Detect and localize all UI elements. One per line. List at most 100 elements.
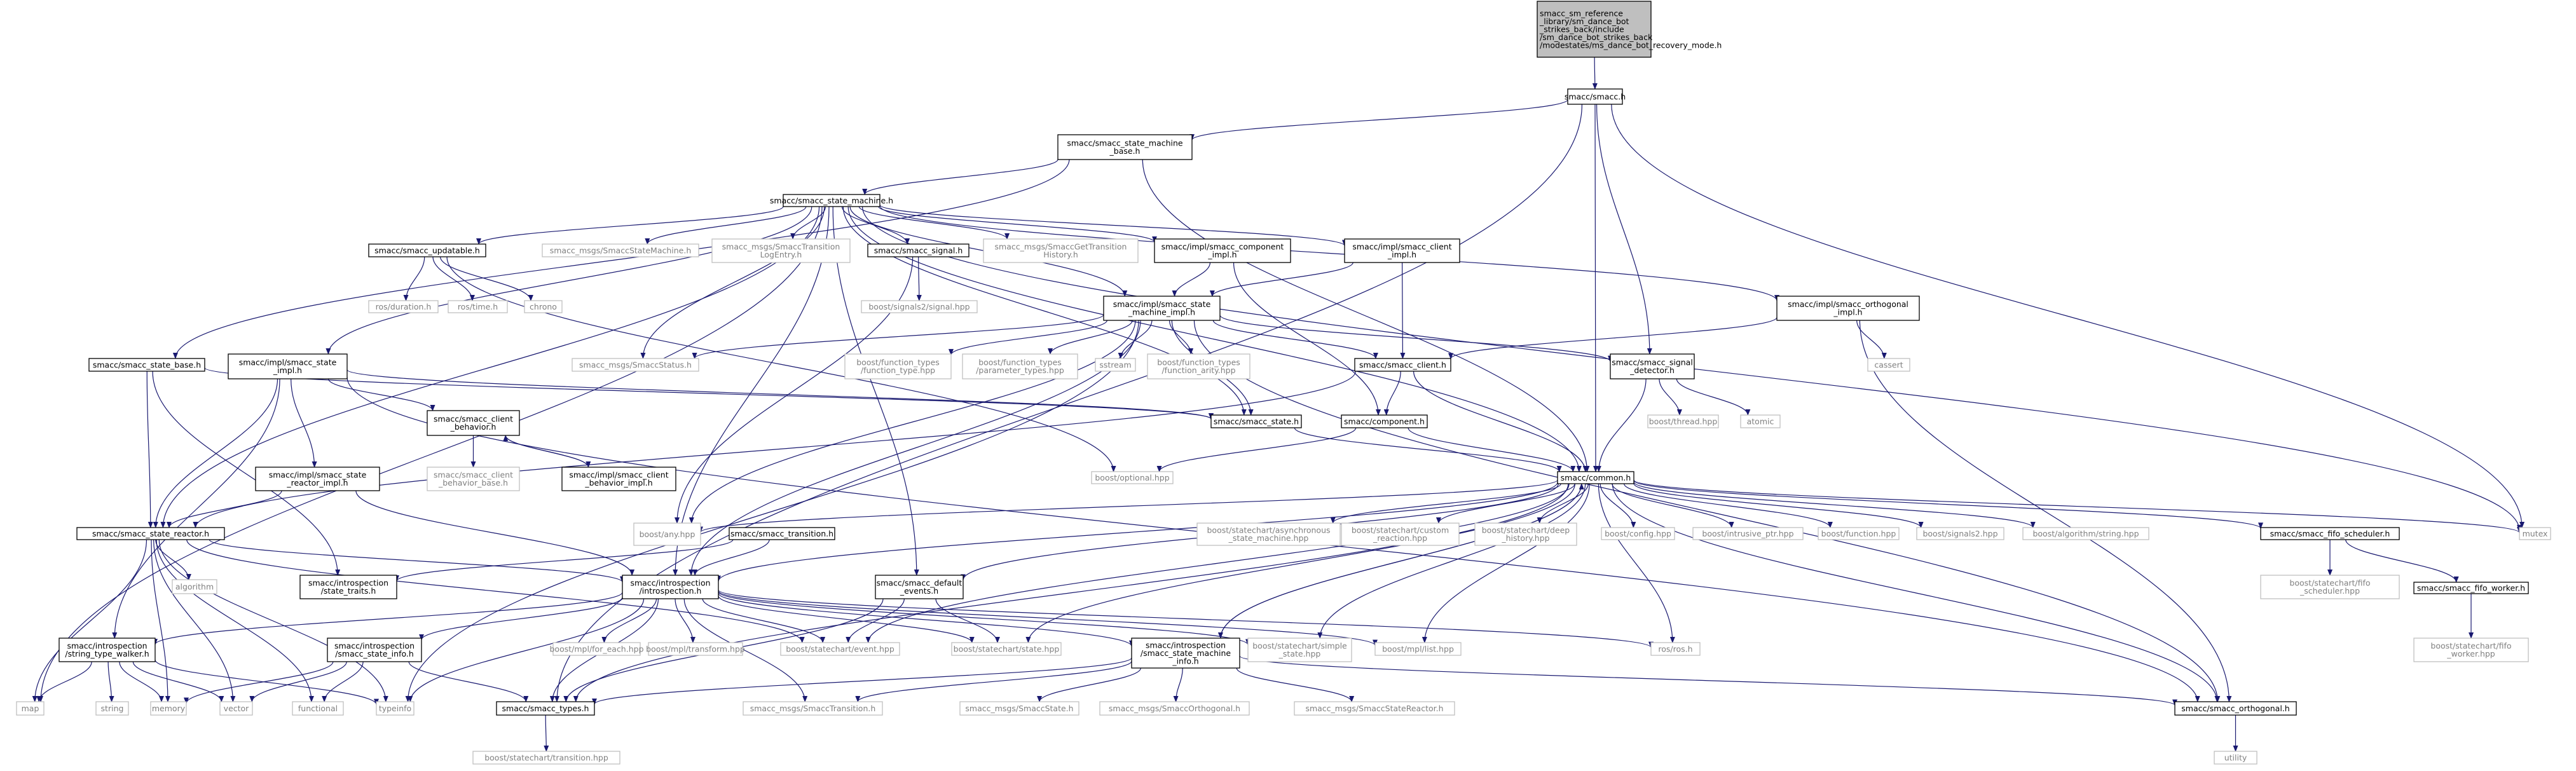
node-transition[interactable]: smacc/smacc_transition.h — [729, 527, 835, 540]
node-comp_impl[interactable]: smacc/impl/smacc_component_impl.h — [1154, 238, 1291, 263]
node-label-line: smacc/impl/smacc_client — [1352, 242, 1451, 252]
node-bfifo_sched: boost/statechart/fifo_scheduler.hpp — [2260, 575, 2400, 599]
node-box — [1341, 522, 1460, 546]
edge-smacc_h-to-sig_det — [1596, 104, 1652, 355]
node-label-line: _behavior.h — [450, 422, 497, 432]
node-client[interactable]: smacc/smacc_client.h — [1354, 358, 1451, 372]
node-box — [228, 353, 348, 379]
node-default_events[interactable]: smacc/smacc_default_events.h — [875, 575, 964, 599]
edge-comp_impl-to-sm_impl — [1172, 262, 1211, 297]
node-sstream: sstream — [1095, 358, 1136, 372]
edge-common-to-function — [1624, 483, 1833, 528]
edge-sig_det-to-common — [1596, 378, 1647, 472]
node-state_machine[interactable]: smacc/smacc_state_machine.h — [770, 194, 893, 207]
node-label-line: smacc/impl/smacc_state — [239, 358, 337, 367]
node-label-line: boost/signals2/signal.hpp — [868, 302, 969, 311]
node-msgs_state: smacc_msgs/SmaccState.h — [959, 701, 1079, 716]
node-root[interactable]: smacc_sm_reference_library/sm_dance_bot_… — [1537, 1, 1722, 58]
edge-introspection-to-for_each — [601, 598, 657, 643]
node-label-line: /smacc_state_machine — [1141, 648, 1231, 658]
node-sm_impl[interactable]: smacc/impl/smacc_state_machine_impl.h — [1103, 296, 1221, 321]
node-orth_impl[interactable]: smacc/impl/smacc_orthogonal_impl.h — [1776, 296, 1920, 321]
node-cb_base: smacc/smacc_client_behavior_base.h — [427, 467, 520, 491]
node-ssmi[interactable]: smacc/introspection/smacc_state_machine_… — [1131, 638, 1240, 669]
node-state_traits[interactable]: smacc/introspection/state_traits.h — [299, 575, 397, 599]
node-cb_impl[interactable]: smacc/impl/smacc_client_behavior_impl.h — [561, 467, 676, 491]
edge-introspection-to-ssmi — [718, 592, 1134, 647]
node-box — [2214, 751, 2257, 765]
node-types[interactable]: smacc/smacc_types.h — [496, 701, 595, 716]
node-box — [1147, 353, 1250, 379]
edge-state_impl-to-cb — [327, 378, 435, 411]
node-updatable[interactable]: smacc/smacc_updatable.h — [368, 243, 486, 257]
node-client_impl[interactable]: smacc/impl/smacc_client_impl.h — [1344, 238, 1460, 263]
node-label-line: /sm_dance_bot_strikes_back — [1540, 32, 1653, 42]
edge-component-to-optional — [1156, 427, 1357, 472]
node-smacc_h[interactable]: smacc/smacc.h — [1565, 88, 1626, 105]
edge-common-to-sc_state — [1025, 483, 1575, 643]
node-label-line: smacc/smacc_state_reactor.h — [92, 529, 209, 538]
node-box — [76, 527, 225, 540]
edge-updatable-to-rostime — [432, 256, 475, 301]
edge-state_machine-to-default_events — [832, 206, 919, 576]
edge-state_impl-to-reactor — [153, 378, 278, 528]
node-fifo_sched[interactable]: smacc/smacc_fifo_scheduler.h — [2260, 527, 2400, 540]
node-box — [427, 467, 520, 491]
node-chrono: chrono — [524, 300, 563, 313]
node-async_sm: boost/statechart/asynchronous_state_mach… — [1196, 522, 1341, 546]
node-box — [1474, 522, 1577, 546]
node-label-line: boost/algorithm/string.hpp — [2032, 529, 2139, 538]
node-state_impl[interactable]: smacc/impl/smacc_state_impl.h — [228, 353, 348, 379]
node-stw[interactable]: smacc/introspection/string_type_walker.h — [58, 638, 156, 662]
node-state[interactable]: smacc/smacc_state.h — [1210, 414, 1302, 428]
edge-transition-to-state_traits — [394, 539, 734, 582]
node-reactor_impl[interactable]: smacc/impl/smacc_state_reactor_impl.h — [255, 467, 380, 491]
node-label-line: /parameter_types.hpp — [976, 365, 1064, 375]
edge-ssmi-to-common — [1220, 483, 1584, 639]
node-box — [1247, 638, 1352, 662]
node-reactor[interactable]: smacc/smacc_state_reactor.h — [76, 527, 225, 540]
node-box — [496, 701, 595, 716]
node-label-line: smacc/introspection — [308, 578, 388, 588]
node-sc_event: boost/statechart/event.hpp — [780, 642, 900, 656]
edge-state_machine-to-updatable — [476, 206, 784, 245]
node-label-line: /introspection.h — [640, 586, 702, 596]
node-box — [542, 243, 699, 257]
node-label-line: boost/intrusive_ptr.hpp — [1702, 529, 1793, 538]
edge-state_machine-to-msgs_tle — [790, 206, 826, 240]
node-state_base[interactable]: smacc/smacc_state_base.h — [88, 358, 205, 372]
node-common[interactable]: smacc/common.h — [1557, 471, 1634, 484]
edge-sm_impl-to-msgs_status — [692, 314, 1104, 359]
node-box — [1557, 471, 1634, 484]
edge-updatable-to-chrono — [440, 256, 533, 301]
edge-ssmi-to-msgs_trans — [855, 660, 1132, 702]
node-sm_base[interactable]: smacc/smacc_state_machine_base.h — [1057, 134, 1193, 160]
edge-common-to-sc_event — [865, 483, 1570, 643]
node-fifo_worker[interactable]: smacc/smacc_fifo_worker.h — [2413, 582, 2529, 594]
node-sig_det[interactable]: smacc/smacc_signal_detector.h — [1610, 353, 1695, 379]
node-box — [1867, 358, 1910, 372]
node-label-line: boost/any.hpp — [640, 529, 695, 539]
node-orthogonal[interactable]: smacc/smacc_orthogonal.h — [2174, 701, 2297, 716]
node-label-line: vector — [224, 704, 250, 713]
node-introspection[interactable]: smacc/introspection/introspection.h — [622, 575, 719, 599]
edge-sm_impl-to-typeinfo — [405, 320, 1139, 702]
edge-state_impl-to-stw — [112, 378, 280, 639]
edge-reactor-to-sc_event — [186, 539, 805, 643]
node-label-line: smacc_msgs/SmaccTransition — [722, 242, 840, 252]
node-box — [327, 638, 422, 662]
node-component[interactable]: smacc/component.h — [1341, 414, 1428, 428]
node-ssi[interactable]: smacc/introspection/smacc_state_info.h — [327, 638, 422, 662]
node-box — [983, 238, 1139, 263]
node-box — [292, 701, 344, 716]
node-box — [572, 358, 699, 372]
node-box — [1692, 527, 1804, 540]
node-signal[interactable]: smacc/smacc_signal.h — [867, 243, 969, 257]
node-label-line: _reactor_impl.h — [286, 478, 348, 488]
node-label-line: smacc/impl/smacc_client — [569, 470, 668, 480]
node-label-line: _detector.h — [1629, 365, 1675, 375]
node-box — [743, 701, 883, 716]
node-cb[interactable]: smacc/smacc_client_behavior.h — [427, 410, 520, 436]
